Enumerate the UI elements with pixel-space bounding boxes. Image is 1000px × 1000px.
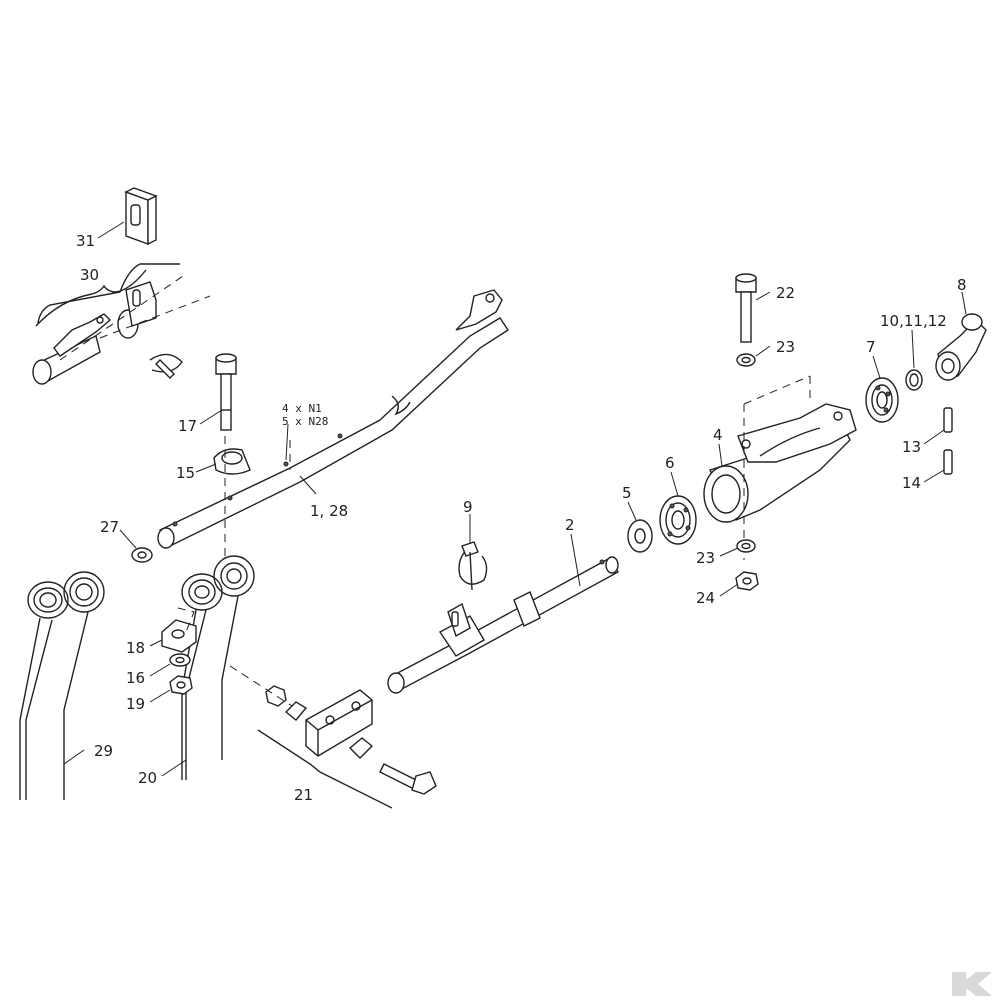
hole-count-note-n1: 4 x N1	[282, 402, 322, 415]
callout-9: 9	[463, 498, 473, 516]
callout-23-top: 23	[776, 338, 795, 356]
callout-1-28: 1, 28	[310, 502, 348, 520]
part-9-lynch-pin	[458, 541, 488, 591]
callout-17: 17	[178, 417, 197, 435]
part-23-washer-top	[736, 353, 756, 367]
callout-2: 2	[565, 516, 575, 534]
callout-15: 15	[176, 464, 195, 482]
part-29-double-tine	[19, 571, 105, 800]
callout-14: 14	[902, 474, 921, 492]
part-30-bracket-group	[32, 263, 211, 385]
part-17-bolt	[215, 353, 237, 431]
part-24-nut	[735, 571, 759, 591]
part-21-clamp-assembly	[229, 665, 437, 809]
callout-5: 5	[622, 484, 632, 502]
part-10-11-12-shim-ring	[905, 369, 923, 391]
callout-20: 20	[138, 769, 157, 787]
part-15-eccentric-washer	[213, 448, 251, 475]
leader-lines	[35, 221, 967, 777]
callout-22: 22	[776, 284, 795, 302]
callout-10-11-12: 10,11,12	[880, 312, 947, 330]
callout-23-bottom: 23	[696, 549, 715, 567]
callout-8: 8	[957, 276, 967, 294]
part-13-pin	[943, 407, 953, 433]
callout-13: 13	[902, 438, 921, 456]
callout-18: 18	[126, 639, 145, 657]
callout-6: 6	[665, 454, 675, 472]
part-6-bearing	[659, 495, 697, 545]
part-1-28-tine-bar	[157, 289, 509, 560]
part-16-spring-washer	[169, 653, 191, 667]
callout-19: 19	[126, 695, 145, 713]
callout-31: 31	[76, 232, 95, 250]
part-2-shaft	[387, 556, 619, 694]
callout-29: 29	[94, 742, 113, 760]
part-5-washer	[627, 519, 653, 553]
part-27-washer	[131, 547, 153, 563]
callout-16: 16	[126, 669, 145, 687]
part-31-clip-plate	[124, 187, 158, 246]
callout-30: 30	[80, 266, 99, 284]
callout-labels: 31 30 17 15 27 18 16 19 29 20 21 1, 28 9…	[76, 232, 967, 804]
part-18-clamp	[161, 607, 197, 653]
part-4-bearing-housing	[703, 375, 857, 560]
part-22-bolt	[735, 273, 757, 343]
part-20-double-tine	[181, 555, 255, 780]
callout-27: 27	[100, 518, 119, 536]
hole-count-note-n28: 5 x N28	[282, 415, 328, 428]
part-14-pin	[943, 449, 953, 475]
part-7-bearing	[865, 377, 899, 423]
callout-21: 21	[294, 786, 313, 804]
callout-7: 7	[866, 338, 876, 356]
callout-24: 24	[696, 589, 715, 607]
part-19-nut	[169, 675, 193, 695]
part-8-crank-lever	[935, 313, 987, 381]
callout-4: 4	[713, 426, 723, 444]
brand-k-logo-icon	[952, 972, 992, 996]
part-23-washer-bottom	[736, 539, 756, 553]
